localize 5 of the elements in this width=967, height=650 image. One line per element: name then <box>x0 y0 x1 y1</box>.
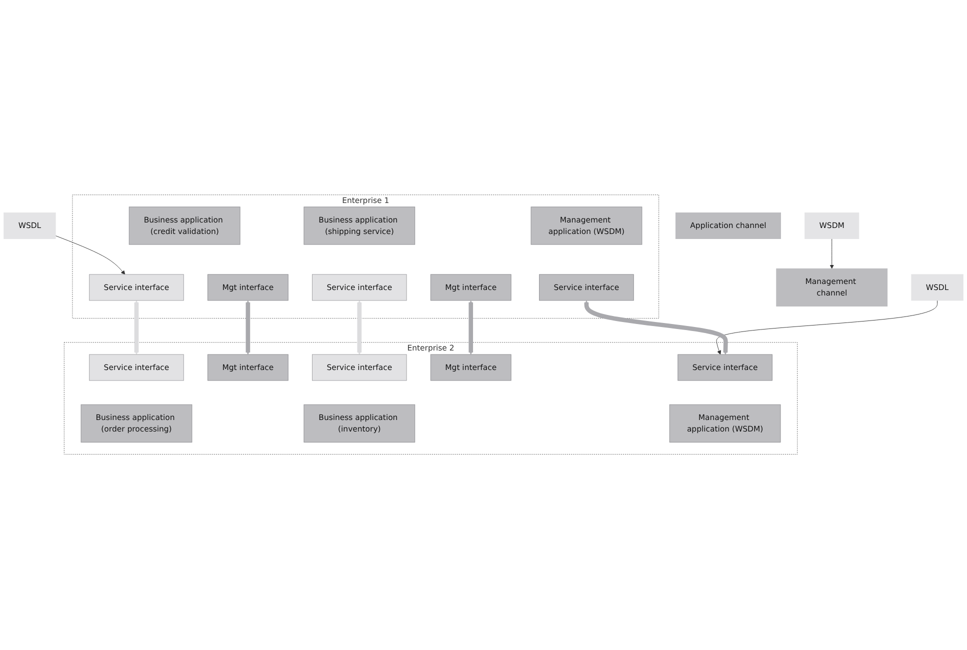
arrow <box>584 300 728 356</box>
arrow <box>134 300 139 356</box>
arrow <box>357 300 362 356</box>
arrow <box>246 300 250 356</box>
arrow <box>468 300 474 356</box>
